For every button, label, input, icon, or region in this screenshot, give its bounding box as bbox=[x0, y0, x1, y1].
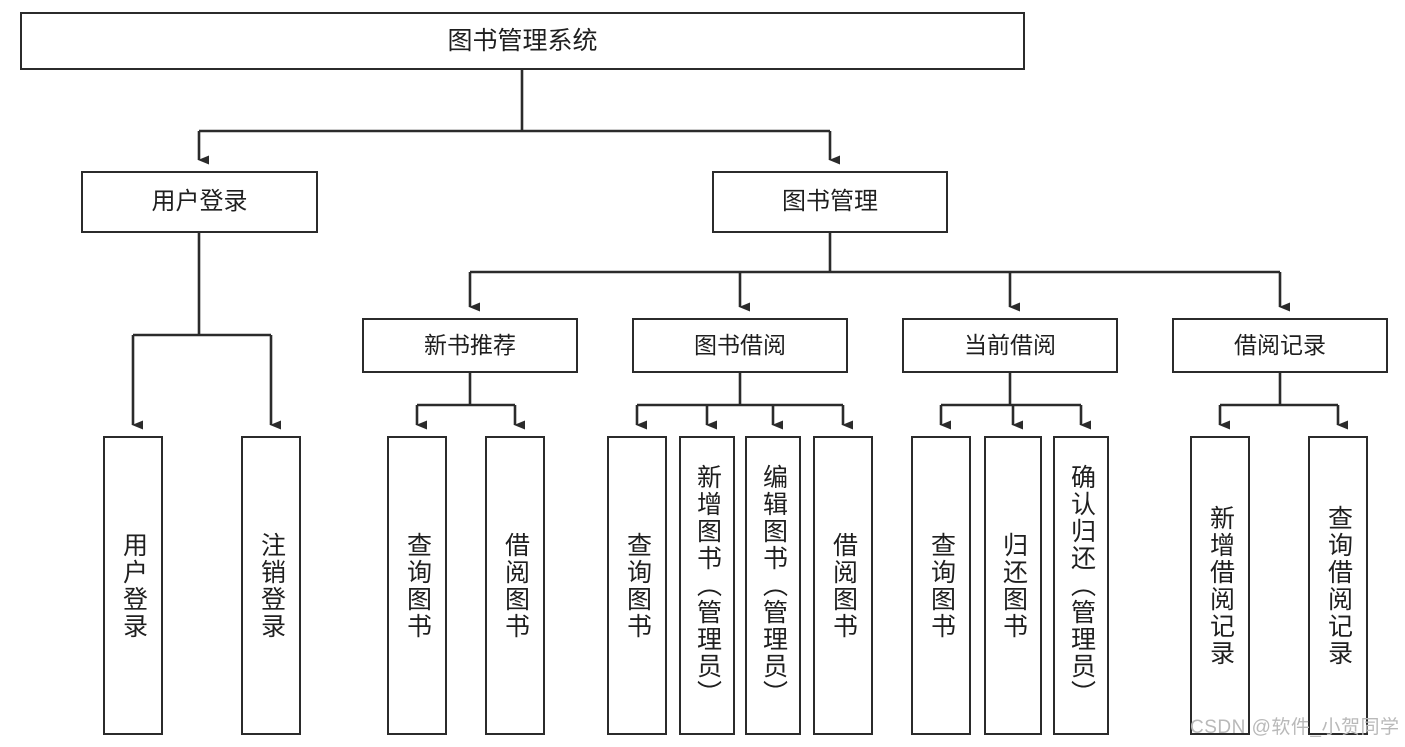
node-leaf-add-book-label: 新增图书（管理员） bbox=[693, 464, 722, 707]
node-root-label: 图书管理系统 bbox=[447, 27, 598, 55]
current-borrow-connectors bbox=[939, 373, 1091, 430]
node-leaf-borrow-book-1[interactable]: 借阅图书 bbox=[485, 436, 545, 735]
node-leaf-return-book-label: 归还图书 bbox=[999, 531, 1028, 640]
node-borrow-record[interactable]: 借阅记录 bbox=[1172, 318, 1388, 373]
node-leaf-logout-label: 注销登录 bbox=[257, 531, 286, 640]
node-leaf-query-book-1-label: 查询图书 bbox=[403, 531, 432, 640]
book-borrow-connectors bbox=[635, 373, 853, 430]
node-borrow-record-label: 借阅记录 bbox=[1234, 331, 1326, 358]
node-leaf-return-book[interactable]: 归还图书 bbox=[984, 436, 1042, 735]
node-leaf-query-book-3-label: 查询图书 bbox=[927, 531, 956, 640]
node-leaf-edit-book-label: 编辑图书（管理员） bbox=[759, 464, 788, 707]
node-book-manage[interactable]: 图书管理 bbox=[712, 171, 948, 233]
node-leaf-add-borrow-record-label: 新增借阅记录 bbox=[1206, 504, 1235, 667]
node-leaf-logout[interactable]: 注销登录 bbox=[241, 436, 301, 735]
node-new-book-recommend[interactable]: 新书推荐 bbox=[362, 318, 578, 373]
user-login-connectors bbox=[131, 233, 281, 430]
node-leaf-edit-book[interactable]: 编辑图书（管理员） bbox=[745, 436, 801, 735]
node-new-book-recommend-label: 新书推荐 bbox=[424, 331, 516, 358]
node-leaf-query-book-2[interactable]: 查询图书 bbox=[607, 436, 667, 735]
new-book-recommend-connectors bbox=[415, 373, 525, 430]
node-leaf-query-book-3[interactable]: 查询图书 bbox=[911, 436, 971, 735]
node-leaf-confirm-return[interactable]: 确认归还（管理员） bbox=[1053, 436, 1109, 735]
node-leaf-user-login[interactable]: 用户登录 bbox=[103, 436, 163, 735]
node-leaf-query-borrow-record[interactable]: 查询借阅记录 bbox=[1308, 436, 1368, 735]
node-leaf-borrow-book-1-label: 借阅图书 bbox=[501, 531, 530, 640]
node-leaf-borrow-book-2-label: 借阅图书 bbox=[829, 531, 858, 640]
node-leaf-add-borrow-record[interactable]: 新增借阅记录 bbox=[1190, 436, 1250, 735]
borrow-record-connectors bbox=[1218, 373, 1348, 430]
node-leaf-add-book[interactable]: 新增图书（管理员） bbox=[679, 436, 735, 735]
node-root-book-management-system[interactable]: 图书管理系统 bbox=[20, 12, 1025, 70]
node-leaf-query-borrow-record-label: 查询借阅记录 bbox=[1324, 504, 1353, 667]
node-leaf-borrow-book-2[interactable]: 借阅图书 bbox=[813, 436, 873, 735]
node-leaf-confirm-return-label: 确认归还（管理员） bbox=[1067, 464, 1096, 707]
node-user-login[interactable]: 用户登录 bbox=[81, 171, 318, 233]
node-user-login-label: 用户登录 bbox=[151, 187, 248, 215]
book-manage-connectors bbox=[468, 233, 1290, 312]
node-book-manage-label: 图书管理 bbox=[782, 187, 878, 215]
node-current-borrow-label: 当前借阅 bbox=[964, 331, 1056, 358]
node-leaf-query-book-2-label: 查询图书 bbox=[623, 531, 652, 640]
node-leaf-user-login-label: 用户登录 bbox=[119, 531, 148, 640]
node-book-borrow[interactable]: 图书借阅 bbox=[632, 318, 848, 373]
node-book-borrow-label: 图书借阅 bbox=[694, 331, 786, 358]
node-current-borrow[interactable]: 当前借阅 bbox=[902, 318, 1118, 373]
root-connectors bbox=[197, 70, 840, 165]
node-leaf-query-book-1[interactable]: 查询图书 bbox=[387, 436, 447, 735]
